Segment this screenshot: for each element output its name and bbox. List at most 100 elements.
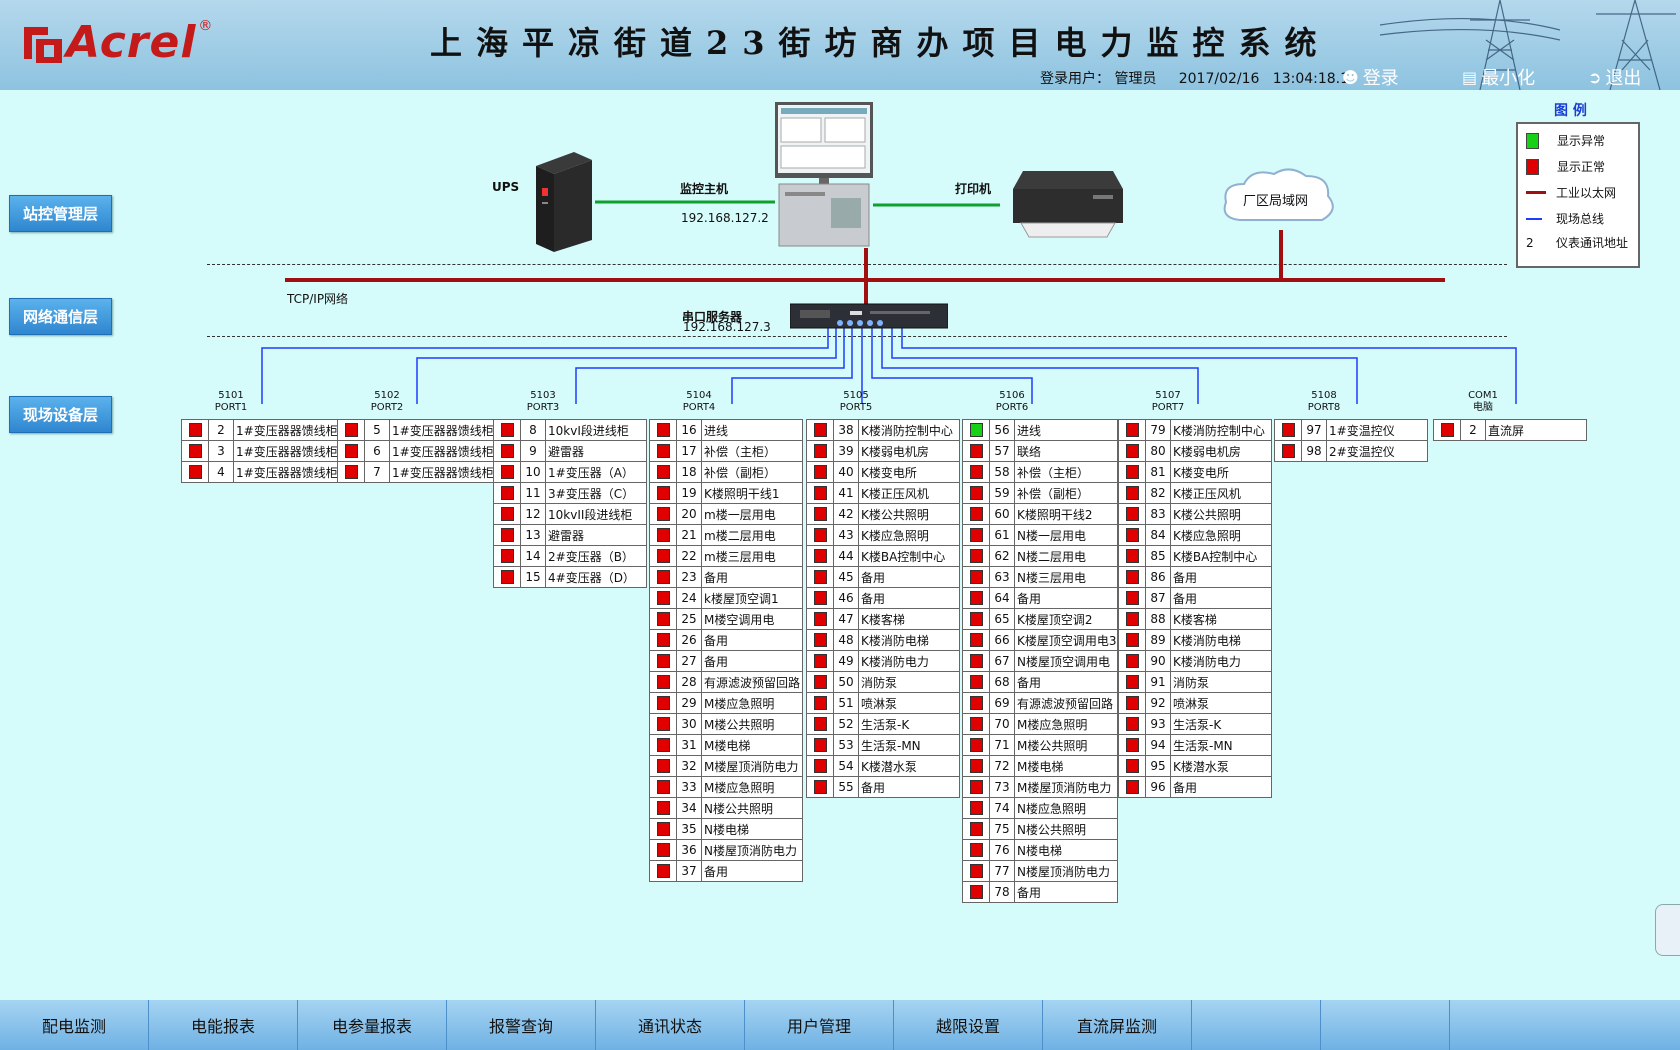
printer-icon[interactable]	[1003, 165, 1127, 239]
field-layer-button[interactable]: 现场设备层	[9, 396, 112, 433]
nav-dc-screen-monitor[interactable]: 直流屏监测	[1043, 1000, 1192, 1050]
login-button[interactable]: ☻登录	[1342, 64, 1399, 90]
nav-energy-report[interactable]: 电能报表	[149, 1000, 298, 1050]
nav-alarm-query[interactable]: 报警查询	[447, 1000, 596, 1050]
nav-parameter-report[interactable]: 电参量报表	[298, 1000, 447, 1050]
monitor-host-icon[interactable]	[775, 102, 875, 248]
nav-user-management[interactable]: 用户管理	[745, 1000, 894, 1050]
side-chat-tab[interactable]	[1655, 904, 1680, 956]
minimize-button[interactable]: ▤最小化	[1462, 64, 1535, 90]
nav-comm-status[interactable]: 通讯状态	[596, 1000, 745, 1050]
ups-icon[interactable]	[530, 148, 596, 254]
network-layer-button[interactable]: 网络通信层	[9, 298, 112, 335]
exit-button[interactable]: ➲退出	[1588, 64, 1641, 90]
nav-power-monitor[interactable]: 配电监测	[0, 1000, 149, 1050]
station-layer-button[interactable]: 站控管理层	[9, 195, 112, 232]
